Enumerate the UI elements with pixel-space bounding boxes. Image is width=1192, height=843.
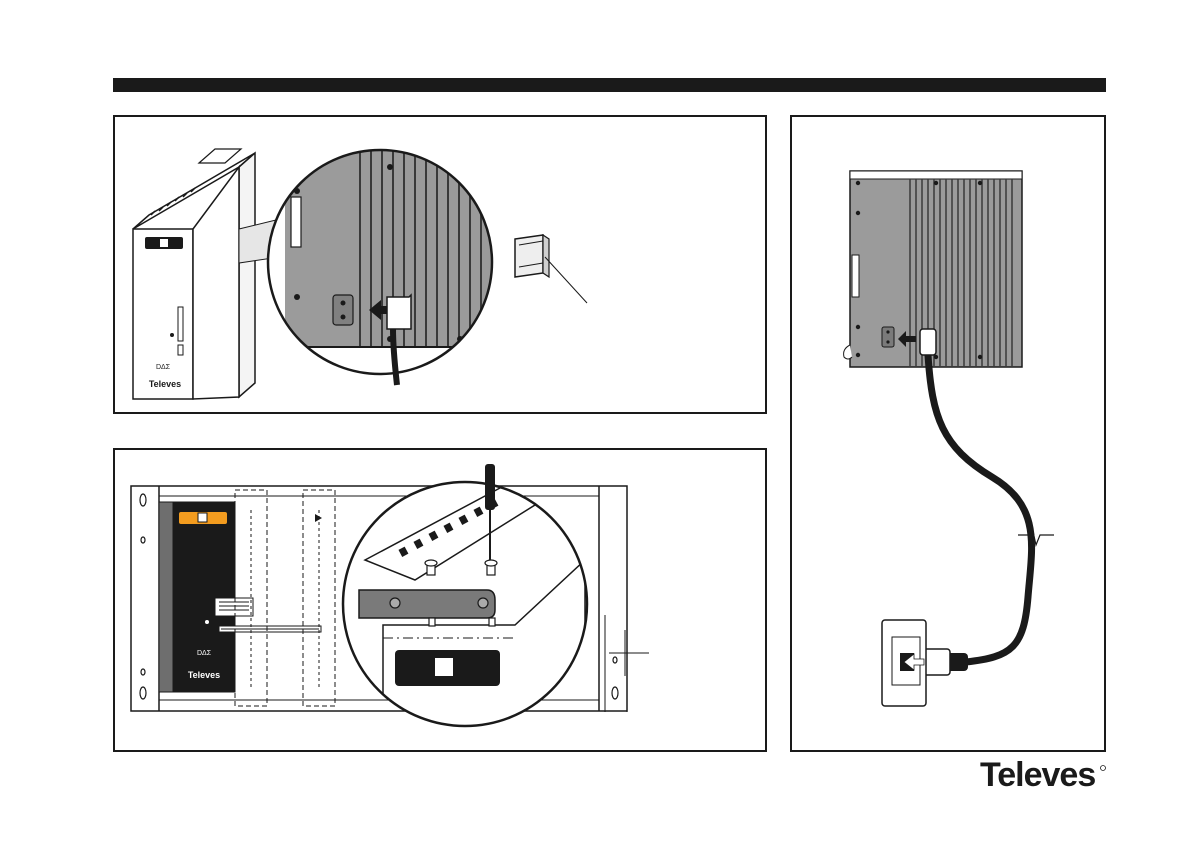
televes-logo: Televes: [980, 756, 1110, 792]
module-badge-text: DΔΣ: [197, 650, 212, 657]
zoom-circle-icon: [265, 137, 505, 387]
callout-line: [545, 257, 587, 303]
mains-connection-illustration: [792, 117, 1104, 750]
module-front-icon: [173, 502, 235, 692]
device-brand-text: Televes: [149, 379, 181, 389]
rack-mounting-illustration-panel: DΔΣ Televes: [113, 448, 767, 752]
device-badge-text: DΔΣ: [156, 364, 171, 371]
module-brand-text: Televes: [188, 670, 220, 680]
device-icon: [133, 149, 255, 399]
logo-text: Televes: [980, 756, 1095, 792]
header-bar: [113, 78, 1106, 92]
din-rail-illustration-panel: DΔΣ Televes: [113, 115, 767, 414]
din-rail-icon: [515, 235, 549, 277]
registered-mark-icon: [1101, 766, 1106, 771]
power-cable-icon: [920, 329, 1054, 675]
din-rail-illustration: DΔΣ Televes: [115, 117, 765, 412]
mains-connection-illustration-panel: [790, 115, 1106, 752]
rack-mounting-illustration: DΔΣ Televes: [115, 450, 765, 750]
